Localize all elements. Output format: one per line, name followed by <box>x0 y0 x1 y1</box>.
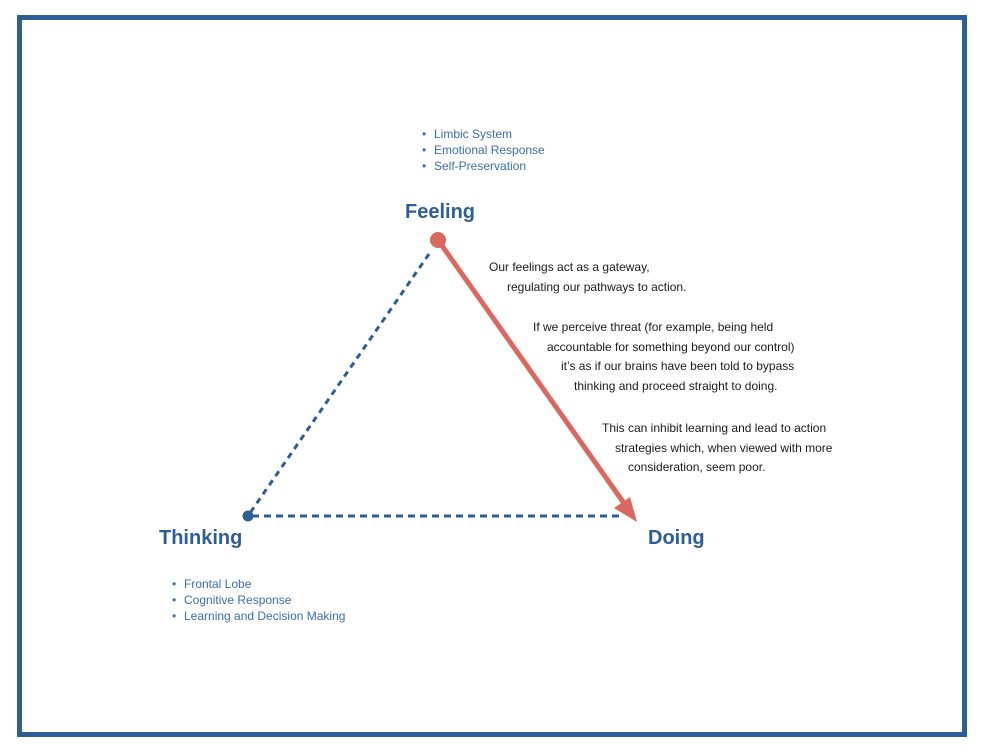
note-line: strategies which, when viewed with more <box>615 440 833 455</box>
diagram-frame <box>17 15 967 737</box>
feeling-label: Feeling <box>405 201 476 223</box>
gateway-note: Our feelings act as a gateway, regulatin… <box>489 258 686 297</box>
threat-note: If we perceive threat (for example, bein… <box>533 318 794 396</box>
thinking-bullet: Cognitive Response <box>172 592 345 608</box>
thinking-bullet-list: Frontal Lobe Cognitive Response Learning… <box>172 576 345 624</box>
note-line: Our feelings act as a gateway, <box>489 260 650 274</box>
note-line: consideration, seem poor. <box>628 460 766 474</box>
feeling-bullet: Limbic System <box>422 126 545 142</box>
note-line: regulating our pathways to action. <box>507 279 687 294</box>
note-line: This can inhibit learning and lead to ac… <box>602 421 827 435</box>
arrowhead-doing <box>614 497 637 522</box>
feeling-bullet: Self-Preservation <box>422 158 545 174</box>
thinking-bullet: Frontal Lobe <box>172 576 345 592</box>
doing-label: Doing <box>648 527 705 549</box>
note-line: accountable for something beyond our con… <box>547 339 795 354</box>
edge-feeling-thinking <box>248 253 431 514</box>
feeling-node <box>430 232 446 248</box>
thinking-bullet: Learning and Decision Making <box>172 608 345 624</box>
feeling-bullet-list: Limbic System Emotional Response Self-Pr… <box>422 126 545 174</box>
note-line: If we perceive threat (for example, bein… <box>533 320 774 334</box>
feeling-bullet: Emotional Response <box>422 142 545 158</box>
thinking-label: Thinking <box>159 527 243 549</box>
thinking-node <box>242 510 254 522</box>
learning-note: This can inhibit learning and lead to ac… <box>602 419 832 478</box>
arrow-feeling-doing <box>435 238 629 508</box>
note-line: it’s as if our brains have been told to … <box>561 359 795 373</box>
note-line: thinking and proceed straight to doing. <box>574 378 778 393</box>
